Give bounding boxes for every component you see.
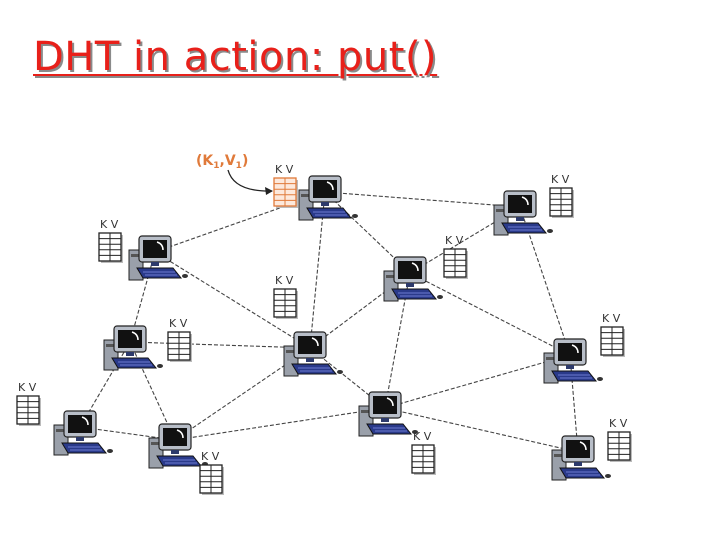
hash-table-icon: K V [411,430,436,475]
hash-table-icon: K V [273,163,298,208]
table-header-label: K V [413,430,432,443]
peer-computer-icon [383,256,444,302]
table-header-label: K V [201,450,220,463]
hash-table-icon: K V [98,218,123,263]
peer-computer-icon [53,410,114,456]
network-link [324,191,521,208]
hash-table-icon: K V [600,312,625,357]
peer-computer-icon [543,338,604,384]
network-link [129,251,156,343]
peer-computer-icon [551,435,612,481]
table-header-label: K V [18,381,37,394]
put-key-value-label: (K1,V1) [196,153,248,171]
peer-computer-icon [283,331,344,377]
peer-computer-icon [493,190,554,236]
table-header-label: K V [275,163,294,176]
hash-table-icon: K V [273,274,298,319]
peer-computer-icon [148,423,209,469]
hash-table-icon: K V [443,234,468,279]
table-header-label: K V [609,417,628,430]
hash-table-icon: K V [16,381,41,426]
slide-title: DHT in action: put() [33,34,438,80]
network-link [409,272,571,356]
table-header-label: K V [445,234,464,247]
network-link [129,341,311,349]
peer-computer-icon [298,175,359,221]
table-header-label: K V [275,274,294,287]
table-header-label: K V [551,173,570,186]
put-arrow-head [265,187,273,195]
network-link [79,341,131,428]
hash-table-icon: K V [199,450,224,495]
table-header-label: K V [169,317,188,330]
network-link [384,354,571,409]
peer-computer-icon [103,325,164,371]
table-header-label: K V [602,312,621,325]
network-link [384,407,579,453]
peer-computer-icon [128,235,189,281]
hash-table-icon: K V [607,417,632,462]
network-link [174,407,386,441]
hash-table-icon: K V [167,317,192,362]
hash-table-icon: K V [549,173,574,218]
table-header-label: K V [100,218,119,231]
network-link [384,272,411,409]
network-link [154,251,311,349]
